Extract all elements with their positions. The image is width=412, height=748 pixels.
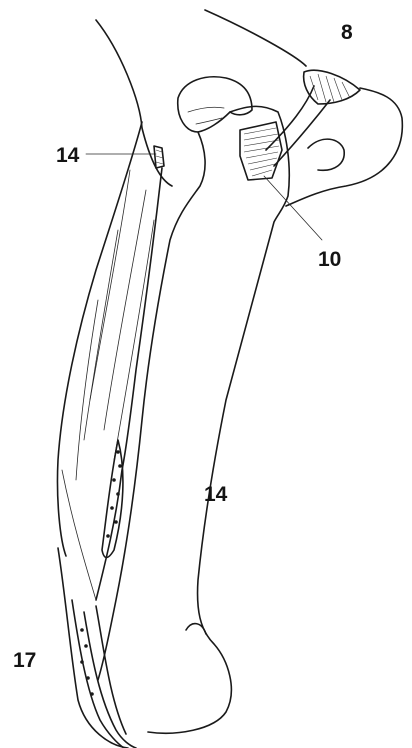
label-shaft: 14 [204, 484, 227, 505]
label-upper-left: 14 [56, 145, 79, 166]
tendon-dots-upper [102, 440, 123, 558]
femoral-head [178, 77, 252, 132]
leader-line-right [264, 176, 322, 240]
label-right-middle: 10 [318, 249, 341, 270]
label-lower-left: 17 [13, 650, 36, 671]
pelvis-outline [96, 10, 402, 206]
lower-tendons [58, 548, 136, 748]
thigh-muscle [57, 122, 162, 600]
trochanter-attachment [240, 122, 282, 180]
label-top-right: 8 [341, 22, 353, 43]
origin-marker [86, 146, 164, 168]
femur-shaft [98, 106, 289, 733]
